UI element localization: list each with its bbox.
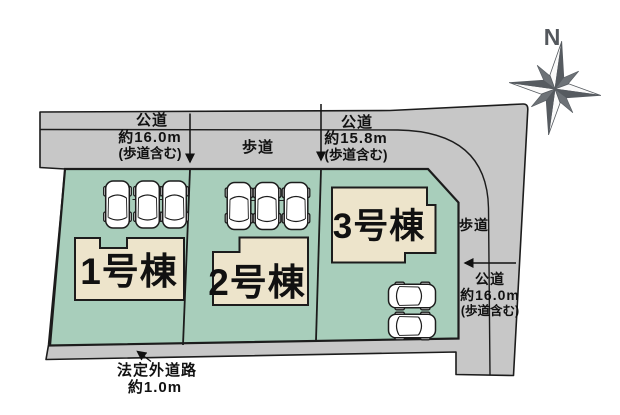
top-sidewalk-label: 歩道 [242,138,274,156]
road-name-label: 公道 [475,271,505,287]
car-icon [102,180,133,229]
right-sidewalk-label: 歩道 [459,217,489,233]
road-name-label: 法定外道路 [117,361,197,379]
car-icon [132,180,163,229]
lot-1-building-label: 1号棟 [80,251,178,292]
building-1-footprint [74,237,185,301]
building-3-footprint [331,186,437,264]
parking-stall-ticks [132,198,285,202]
top-left-road-labels: 公道 約16.0m (歩道含む) [118,111,182,161]
sidewalk-boundary-line [39,128,491,376]
road-name-label: 公道 [136,111,168,129]
car-icon [281,181,311,231]
compass-north-label: N [544,24,561,50]
road-note-label: (歩道含む) [325,147,388,163]
car-icon [224,181,254,231]
top-right-road-labels: 公道 約15.8m (歩道含む) [324,113,388,163]
car-icon [159,180,190,229]
lot-2-parked-cars [224,181,311,231]
road-note-label: (歩道含む) [119,145,182,161]
road-width-label: 約15.8m [324,129,388,147]
car-icon [252,181,282,231]
road-width-label: 約16.0m [118,128,182,146]
road-width-label: 約1.0m [128,378,182,396]
road-width-label: 約16.0m [460,287,520,303]
road-name-label: 公道 [341,113,373,131]
building-2-footprint [212,236,309,306]
lot-3-building-label: 3号棟 [333,207,425,246]
lot-1-parked-cars [102,180,190,229]
lot-divider-2-3 [315,169,322,341]
bottom-road-labels: 法定外道路 約1.0m [117,361,197,396]
right-road-labels: 公道 約16.0m (歩道含む) [460,271,520,318]
compass-rose-icon: N [509,24,601,135]
lot-2-building-label: 2号棟 [208,262,306,303]
car-icon [387,311,437,341]
car-icon [387,281,437,311]
leader-arrow-bottom-road [136,350,152,363]
road-note-label: (歩道含む) [461,303,519,318]
lot-divider-1-2 [182,169,191,346]
